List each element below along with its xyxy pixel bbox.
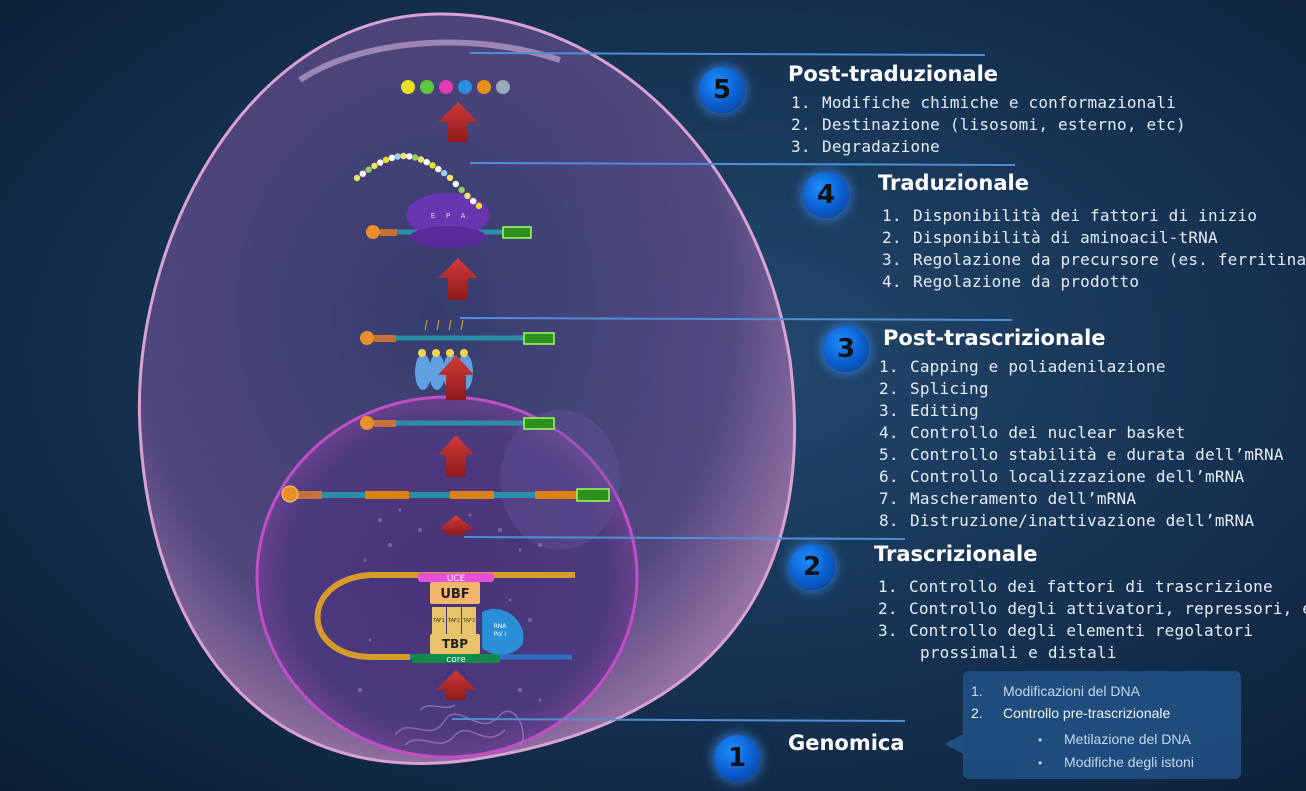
- level-5-badge: 5: [699, 67, 745, 113]
- level-4-badge: 4: [803, 172, 849, 218]
- peptide-bead: [377, 159, 384, 166]
- rna-pol-label-1: RNA: [494, 623, 508, 630]
- level-connectors: [451, 52, 1016, 722]
- connector-2: [463, 536, 906, 540]
- level-3-badge: 3: [823, 326, 869, 372]
- peptide-bead: [365, 166, 372, 173]
- list-item: 3.Controllo degli elementi regolatori: [878, 621, 1254, 640]
- list-item: 3.Regolazione da precursore (es. ferriti…: [882, 250, 1306, 269]
- peptide-bead: [417, 156, 425, 163]
- peptide-chain: [353, 152, 483, 209]
- list-item: Modifiche degli istoni: [1038, 751, 1194, 774]
- peptide-bead: [406, 153, 413, 160]
- protein-beads: [401, 80, 510, 94]
- tbp-label: TBP: [442, 637, 468, 651]
- peptide-bead: [446, 174, 454, 181]
- list-item: 3.Editing: [879, 401, 979, 420]
- list-item: 2.Disponibilità di aminoacil-tRNA: [882, 228, 1218, 247]
- list-item: 2.Controllo degli attivatori, repressori…: [878, 599, 1306, 618]
- mature-mrna: [360, 416, 555, 430]
- ribosome-site-p: P: [446, 212, 450, 220]
- arrow-up: [438, 258, 478, 300]
- peptide-bead: [440, 169, 448, 177]
- peptide-bead: [359, 170, 366, 177]
- connector-1: [451, 718, 906, 722]
- taf3-label: TAF3: [462, 618, 475, 624]
- level-3-list: 1.Capping e poliadenilazione 2.Splicing …: [879, 356, 1284, 532]
- promoter-assembly: UCE UBF TAF1 TAF2 TAF3 TBP core RNA Pol …: [314, 572, 575, 665]
- ribosome-site-e: E: [431, 212, 435, 220]
- peptide-bead: [464, 192, 471, 199]
- peptide-bead: [382, 156, 390, 163]
- level-1-title: Genomica: [788, 731, 905, 755]
- peptide-bead: [400, 152, 407, 160]
- connector-3: [459, 317, 1013, 321]
- peptide-bead: [394, 153, 401, 160]
- callout-pointer: [944, 734, 964, 754]
- list-item: 1.Controllo dei fattori di trascrizione: [878, 577, 1273, 596]
- peptide-bead: [475, 202, 483, 209]
- taf1-label: TAF1: [432, 618, 445, 624]
- list-item: 1.Modificazioni del DNA: [971, 683, 1140, 699]
- level-1-badge: 1: [714, 735, 760, 781]
- peptide-bead: [388, 154, 396, 161]
- pre-mrna: [281, 485, 610, 503]
- arrow-up: [438, 435, 474, 477]
- list-item: 1.Capping e poliadenilazione: [879, 357, 1166, 376]
- level-5-title: Post-traduzionale: [788, 62, 999, 86]
- level-4-title: Traduzionale: [878, 171, 1029, 195]
- arrow-up: [436, 670, 476, 700]
- peptide-bead: [423, 158, 430, 166]
- connector-5: [469, 52, 986, 56]
- cytoplasmic-mrna: [360, 319, 555, 345]
- level-3-title: Post-trascrizionale: [883, 326, 1106, 350]
- arrow-up: [438, 102, 478, 142]
- ribosome-site-a: A: [461, 212, 466, 220]
- callout-list: 1.Modificazioni del DNA 2.Controllo pre-…: [971, 680, 1170, 724]
- list-item: 4.Controllo dei nuclear basket: [879, 423, 1186, 442]
- ubf-label: UBF: [440, 587, 469, 602]
- callout-sublist: Metilazione del DNA Modifiche degli isto…: [1038, 728, 1194, 774]
- list-item: 2.Splicing: [879, 379, 989, 398]
- connector-4: [469, 162, 1016, 166]
- list-item: Metilazione del DNA: [1038, 728, 1194, 751]
- peptide-bead: [452, 180, 459, 188]
- list-item: 1.Modifiche chimiche e conformazionali: [791, 93, 1176, 112]
- list-item: 2.Controllo pre-trascrizionale: [971, 705, 1171, 721]
- genomic-callout: 1.Modificazioni del DNA 2.Controllo pre-…: [963, 671, 1241, 779]
- level-2-title: Trascrizionale: [874, 542, 1038, 566]
- arrow-up: [438, 515, 474, 535]
- peptide-bead: [458, 186, 465, 194]
- list-item: 6.Controllo localizzazione dell’mRNA: [879, 467, 1245, 486]
- peptide-bead: [371, 162, 378, 170]
- ribosome: E P A: [366, 193, 532, 248]
- list-item: 5.Controllo stabilità e durata dell’mRNA: [879, 445, 1284, 464]
- core-label: core: [446, 655, 466, 665]
- level-5-list: 1.Modifiche chimiche e conformazionali 2…: [791, 92, 1186, 158]
- peptide-bead: [470, 197, 477, 205]
- list-item: 7.Mascheramento dell’mRNA: [879, 489, 1137, 508]
- nucleus-speckle: [358, 508, 542, 702]
- list-item: 3.Degradazione: [791, 137, 940, 156]
- peptide-bead: [353, 174, 361, 182]
- process-arrows: [436, 102, 478, 700]
- peptide-bead: [429, 162, 436, 169]
- level-2-badge: 2: [789, 544, 835, 590]
- list-item: 1.Disponibilità dei fattori di inizio: [882, 206, 1258, 225]
- peptide-bead: [435, 165, 442, 173]
- uce-label: UCE: [447, 574, 466, 584]
- peptide-bead: [411, 154, 419, 161]
- list-item: 8.Distruzione/inattivazione dell’mRNA: [879, 511, 1255, 530]
- list-item: 4.Regolazione da prodotto: [882, 272, 1140, 291]
- list-item: 2.Destinazione (lisosomi, esterno, etc): [791, 115, 1186, 134]
- arrow-up: [438, 355, 474, 400]
- level-4-list: 1.Disponibilità dei fattori di inizio 2.…: [882, 205, 1306, 293]
- taf2-label: TAF2: [447, 618, 460, 624]
- list-item-continuation: prossimali e distali: [920, 643, 1117, 662]
- level-2-list: 1.Controllo dei fattori di trascrizione …: [878, 576, 1306, 664]
- rna-pol-label-2: Pol I: [494, 631, 507, 638]
